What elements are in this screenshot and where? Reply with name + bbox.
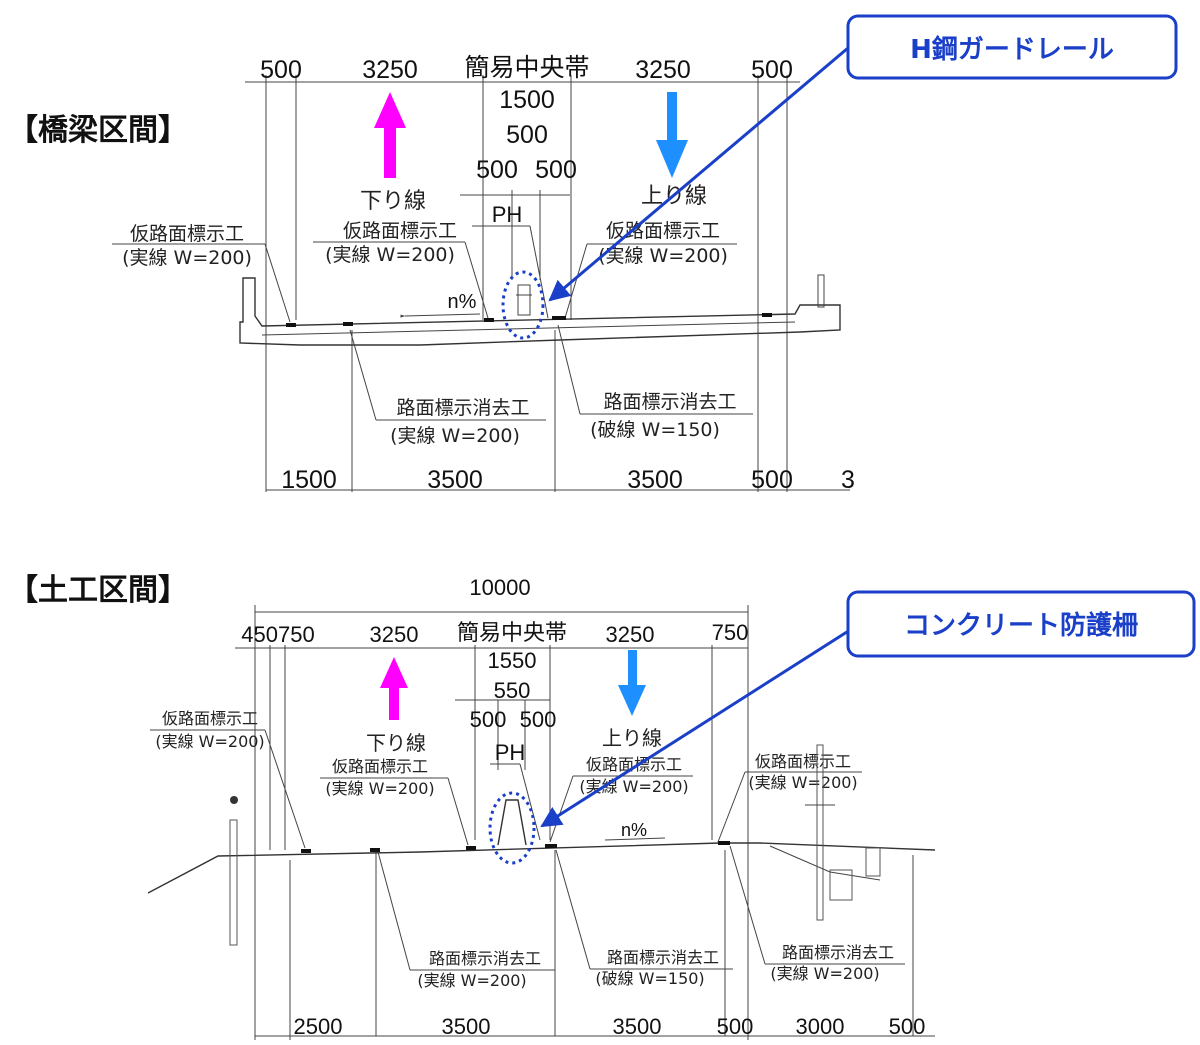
down-line-label: 下り線 bbox=[360, 189, 426, 214]
h-steel-guardrail-callout-text: H鋼ガードレール bbox=[910, 35, 1114, 65]
median-left-dim: 500 bbox=[476, 156, 518, 184]
median-mid-dim: 550 bbox=[494, 678, 531, 703]
svg-text:路面標示消去工: 路面標示消去工 bbox=[603, 391, 736, 413]
dim-bottom-4: 3 bbox=[841, 466, 855, 494]
svg-text:(実線 W=200): (実線 W=200) bbox=[748, 773, 857, 792]
median-total-dim: 1550 bbox=[488, 648, 537, 673]
dim-bottom-3: 500 bbox=[717, 1014, 754, 1039]
earthwork-dimension-lines bbox=[235, 605, 935, 1040]
up-line-arrow-icon bbox=[618, 650, 646, 716]
callout-pointer bbox=[548, 46, 849, 302]
dim-bottom-0: 2500 bbox=[294, 1014, 343, 1039]
dim-top-4: 750 bbox=[712, 620, 749, 645]
down-line-arrow-icon bbox=[380, 657, 408, 720]
down-line-label: 下り線 bbox=[366, 731, 426, 755]
svg-text:路面標示消去工: 路面標示消去工 bbox=[429, 949, 541, 968]
svg-text:路面標示消去工: 路面標示消去工 bbox=[396, 397, 529, 419]
dim-bottom-4: 3000 bbox=[796, 1014, 845, 1039]
erase-marking-label: 路面標示消去工 (実線 W=200) bbox=[349, 329, 546, 447]
concrete-barrier-callout-text: コンクリート防護柵 bbox=[904, 610, 1138, 641]
median-mid-dim: 500 bbox=[506, 121, 548, 149]
svg-text:(実線 W=200): (実線 W=200) bbox=[579, 777, 688, 796]
dim-bottom-5: 500 bbox=[889, 1014, 926, 1039]
median-label: 簡易中央帯 bbox=[464, 54, 589, 82]
bridge-section: 【橋梁区間】 500 3250 簡易中央帯 3250 500 1500 500 … bbox=[8, 14, 1178, 494]
down-line-arrow-icon bbox=[374, 92, 406, 178]
dim-top-1: 3250 bbox=[362, 56, 418, 84]
concrete-barrier-callout bbox=[846, 590, 1196, 658]
svg-text:仮路面標示工: 仮路面標示工 bbox=[586, 755, 682, 774]
dim-top-1: 3250 bbox=[370, 622, 419, 647]
earthwork-section: 【土工区間】 10000 450750 3250 簡易中央帯 3250 750 bbox=[8, 573, 1196, 1040]
barrier-highlight bbox=[488, 791, 536, 865]
erase-marking-label: 路面標示消去工 (実線 W=200) bbox=[377, 851, 555, 990]
svg-text:路面標示消去工: 路面標示消去工 bbox=[782, 943, 894, 962]
dim-bottom-0: 1500 bbox=[281, 466, 337, 494]
erase-marking-label: 路面標示消去工 (破線 W=150) bbox=[555, 849, 733, 988]
svg-text:(破線 W=150): (破線 W=150) bbox=[595, 969, 704, 988]
callout-pointer bbox=[540, 628, 851, 828]
ph-label: PH bbox=[492, 202, 523, 227]
svg-text:仮路面標示工: 仮路面標示工 bbox=[332, 757, 428, 776]
temp-marking-label: 仮路面標示工 (実線 W=200) bbox=[112, 223, 291, 323]
median-right-dim: 500 bbox=[520, 707, 557, 732]
up-line-arrow-icon bbox=[656, 92, 688, 178]
dim-top-0: 450750 bbox=[241, 622, 314, 647]
svg-text:(実線 W=200): (実線 W=200) bbox=[122, 247, 252, 269]
svg-text:(実線 W=200): (実線 W=200) bbox=[390, 425, 520, 447]
svg-text:(実線 W=200): (実線 W=200) bbox=[325, 244, 455, 266]
svg-text:(実線 W=200): (実線 W=200) bbox=[770, 964, 879, 983]
svg-text:仮路面標示工: 仮路面標示工 bbox=[606, 220, 720, 242]
temp-marking-label: 仮路面標示工 (実線 W=200) bbox=[564, 220, 737, 319]
svg-text:仮路面標示工: 仮路面標示工 bbox=[755, 752, 851, 771]
temp-marking-label: 仮路面標示工 (実線 W=200) bbox=[549, 755, 693, 843]
median-label: 簡易中央帯 bbox=[457, 620, 567, 645]
up-line-label: 上り線 bbox=[602, 726, 662, 750]
guardrail-highlight bbox=[501, 270, 545, 340]
dim-bottom-1: 3500 bbox=[427, 466, 483, 494]
overall-width-dim: 10000 bbox=[469, 575, 530, 600]
erase-marking-label: 路面標示消去工 (破線 W=150) bbox=[557, 324, 753, 441]
bridge-dimension-lines bbox=[245, 75, 850, 492]
median-right-dim: 500 bbox=[535, 156, 577, 184]
slope-label: n% bbox=[621, 820, 647, 840]
svg-text:仮路面標示工: 仮路面標示工 bbox=[343, 220, 457, 242]
svg-text:(実線 W=200): (実線 W=200) bbox=[155, 732, 264, 751]
temp-marking-label: 仮路面標示工 (実線 W=200) bbox=[717, 752, 862, 843]
temp-marking-label: 仮路面標示工 (実線 W=200) bbox=[150, 709, 306, 849]
earthwork-section-title: 【土工区間】 bbox=[8, 573, 188, 608]
h-steel-guardrail-callout bbox=[846, 14, 1178, 80]
bridge-section-title: 【橋梁区間】 bbox=[8, 113, 188, 148]
ph-label: PH bbox=[495, 740, 526, 765]
median-total-dim: 1500 bbox=[499, 86, 555, 114]
erase-marking-label: 路面標示消去工 (実線 W=200) bbox=[729, 845, 905, 983]
road-embankment bbox=[147, 744, 936, 946]
svg-text:仮路面標示工: 仮路面標示工 bbox=[130, 223, 244, 245]
dim-bottom-2: 3500 bbox=[613, 1014, 662, 1039]
dim-bottom-1: 3500 bbox=[442, 1014, 491, 1039]
svg-text:仮路面標示工: 仮路面標示工 bbox=[162, 709, 258, 728]
dim-bottom-3: 500 bbox=[751, 466, 793, 494]
dim-top-0: 500 bbox=[260, 56, 302, 84]
dim-top-4: 500 bbox=[751, 56, 793, 84]
svg-text:(破線 W=150): (破線 W=150) bbox=[590, 419, 720, 441]
temp-marking-label: 仮路面標示工 (実線 W=200) bbox=[313, 220, 489, 319]
svg-text:路面標示消去工: 路面標示消去工 bbox=[607, 948, 719, 967]
dim-top-3: 3250 bbox=[606, 622, 655, 647]
slope-label: n% bbox=[448, 291, 477, 313]
svg-text:(実線 W=200): (実線 W=200) bbox=[417, 971, 526, 990]
dim-top-3: 3250 bbox=[635, 56, 691, 84]
svg-text:(実線 W=200): (実線 W=200) bbox=[598, 245, 728, 267]
svg-text:(実線 W=200): (実線 W=200) bbox=[325, 779, 434, 798]
temp-marking-label: 仮路面標示工 (実線 W=200) bbox=[320, 757, 469, 846]
dim-bottom-2: 3500 bbox=[627, 466, 683, 494]
median-left-dim: 500 bbox=[470, 707, 507, 732]
